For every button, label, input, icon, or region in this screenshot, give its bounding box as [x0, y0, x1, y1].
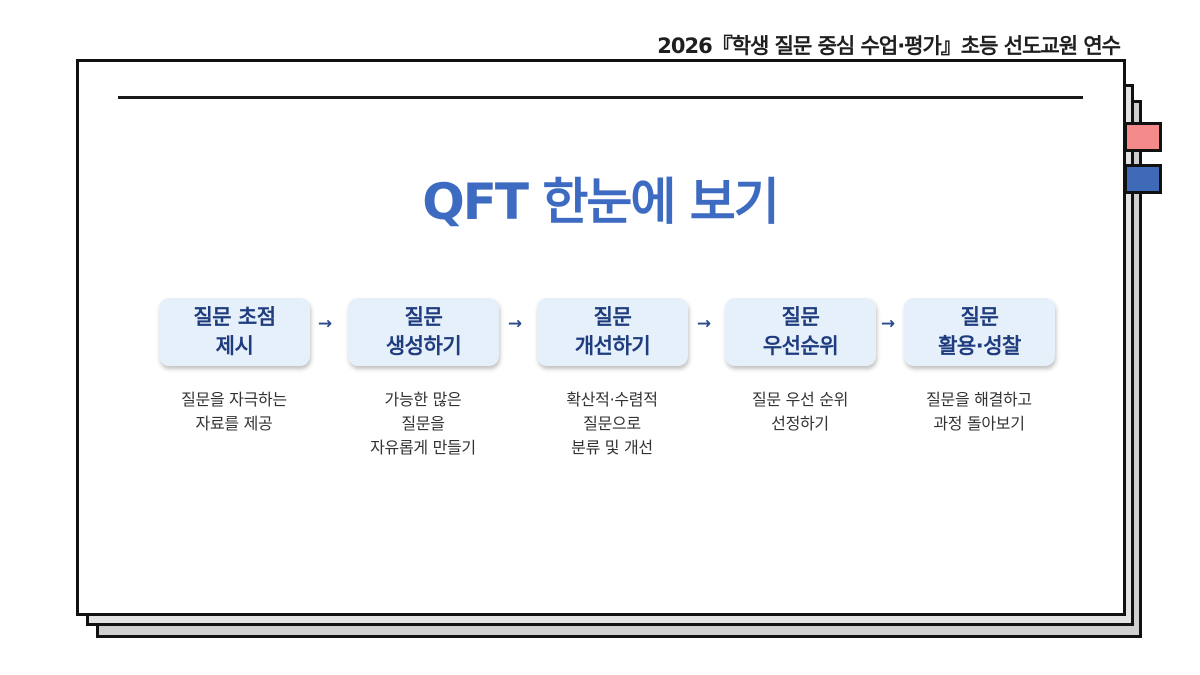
step-1-description: 질문을 자극하는 자료를 제공 — [181, 390, 287, 433]
step-2-box: 질문 생성하기 — [348, 298, 499, 366]
step-3-description: 확산적·수렴적 질문으로 분류 및 개선 — [566, 390, 658, 457]
slide-title: QFT 한눈에 보기 — [422, 173, 780, 231]
top-rule — [118, 96, 1083, 99]
step-2-description: 가능한 많은 질문을 자유롭게 만들기 — [370, 390, 476, 457]
step-4-box: 질문 우선순위 — [725, 298, 876, 366]
step-1-box: 질문 초점 제시 — [159, 298, 310, 366]
step-5-description: 질문을 해결하고 과정 돌아보기 — [926, 390, 1032, 433]
header-title: 2026『학생 질문 중심 수업·평가』초등 선도교원 연수 — [657, 34, 1121, 58]
arrow-right-icon: → — [317, 314, 333, 334]
arrow-right-icon: → — [696, 314, 712, 334]
arrow-right-icon: → — [507, 314, 523, 334]
step-4-description: 질문 우선 순위 선정하기 — [751, 390, 849, 433]
red-tab-marker — [1124, 122, 1162, 152]
arrow-right-icon: → — [880, 314, 896, 334]
step-5-box: 질문 활용·성찰 — [904, 298, 1055, 366]
step-3-box: 질문 개선하기 — [537, 298, 688, 366]
